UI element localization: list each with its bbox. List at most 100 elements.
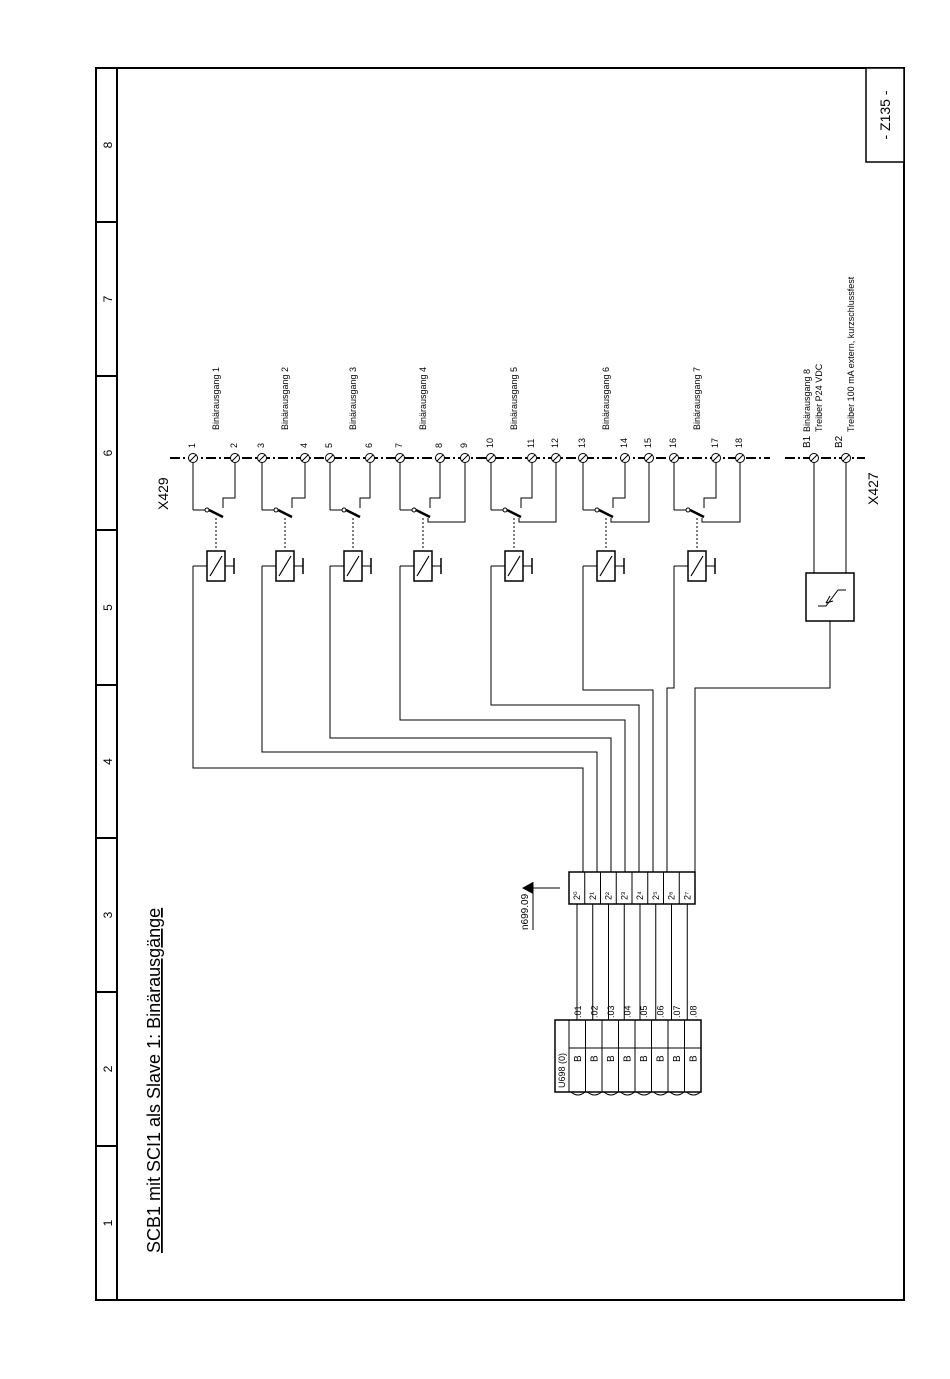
contact-nc-lead-4 xyxy=(427,462,466,523)
output-label-6: Binärausgang 6 xyxy=(601,367,611,430)
connector-type-6: B xyxy=(672,1055,683,1062)
terminal-number-12: 12 xyxy=(550,438,560,448)
terminal-number-7: 7 xyxy=(394,443,404,448)
terminal-number-14: 14 xyxy=(619,438,629,448)
contact-blade-2 xyxy=(277,508,293,519)
bit-label-4: 2⁴ xyxy=(635,891,645,900)
coil-wire-2 xyxy=(261,566,598,872)
coil-wire-5 xyxy=(490,566,640,872)
terminal-number-18: 18 xyxy=(734,438,744,448)
contact-pivot-2 xyxy=(273,507,279,513)
relay-coil-slash-2 xyxy=(278,555,292,577)
contact-nc-lead-7 xyxy=(701,462,741,523)
contact-pivot-6 xyxy=(594,507,600,513)
contact-no-lead-7 xyxy=(703,462,717,508)
page-number-box xyxy=(865,67,905,163)
driver-symbol-arrow xyxy=(825,595,831,604)
terminal-b1-slash xyxy=(810,454,818,462)
connector-x429: X429 xyxy=(155,477,171,510)
connector-type-5: B xyxy=(656,1055,667,1062)
coil-wire-3 xyxy=(329,566,612,872)
terminal-b2-slash xyxy=(842,454,850,462)
column-number-1: 1 xyxy=(101,1219,115,1226)
terminal-b2-label: B2 xyxy=(834,435,845,448)
column-number-8: 8 xyxy=(101,141,115,148)
connector-type-4: B xyxy=(639,1055,650,1062)
connector-index-1: .02 xyxy=(590,1005,600,1018)
connector-notch-0 xyxy=(570,1091,586,1096)
terminal-8-slash xyxy=(436,454,444,462)
drawing-frame xyxy=(95,67,905,1301)
terminal-number-11: 11 xyxy=(526,439,536,448)
terminal-number-3: 3 xyxy=(256,443,266,448)
column-numbers: 1 2 3 4 5 6 7 8 xyxy=(101,141,115,1226)
output-8-note-current: Treiber 100 mA extern, kurzschlussfest xyxy=(846,276,856,432)
output-label-2: Binärausgang 2 xyxy=(280,367,290,430)
driver-symbol-curve xyxy=(818,589,846,607)
bit-label-2: 2² xyxy=(604,892,614,900)
terminal-number-1: 1 xyxy=(187,443,197,448)
column-number-3: 3 xyxy=(101,911,115,918)
contact-pivot-7 xyxy=(685,507,691,513)
terminal-17-slash xyxy=(712,454,720,462)
connector-index-3: .04 xyxy=(623,1005,633,1018)
column-number-4: 4 xyxy=(101,758,115,765)
bit-label-3: 2³ xyxy=(619,892,629,900)
terminal-15-slash xyxy=(645,454,653,462)
relay-coil-slash-7 xyxy=(690,555,704,577)
bit-label-0: 2⁰ xyxy=(572,891,582,900)
terminal-12-slash xyxy=(552,454,560,462)
terminal-3-slash xyxy=(258,454,266,462)
relay-coil-slash-4 xyxy=(416,555,430,577)
connector-type-7: B xyxy=(689,1055,700,1062)
coil-wire-7 xyxy=(666,566,675,872)
connector-block xyxy=(554,1019,702,1093)
terminal-number-5: 5 xyxy=(324,443,334,448)
terminal-number-15: 15 xyxy=(643,438,653,448)
connector-notch-2 xyxy=(603,1091,619,1096)
bit-label-7: 2⁷ xyxy=(682,892,692,900)
relay-coil-slash-3 xyxy=(346,555,360,577)
connector-type-2: B xyxy=(606,1055,617,1062)
terminal-number-16: 16 xyxy=(668,438,678,448)
contact-blade-7 xyxy=(689,508,705,519)
output-label-7: Binärausgang 7 xyxy=(692,367,702,430)
terminal-6-slash xyxy=(366,454,374,462)
contact-blade-4 xyxy=(415,508,431,519)
terminal-18-slash xyxy=(736,454,744,462)
terminal-b1-label: B1 xyxy=(802,435,813,448)
connector-notch-5 xyxy=(653,1091,668,1096)
terminal-11-slash xyxy=(528,454,536,462)
contact-no-lead-2 xyxy=(291,462,306,508)
connector-index-2: .03 xyxy=(606,1005,616,1018)
connector-index-6: .07 xyxy=(672,1005,682,1018)
connector-notch-6 xyxy=(669,1091,685,1096)
relay-coil-slash-5 xyxy=(507,555,521,577)
output-8-note-driver: Treiber P24 VDC xyxy=(814,363,824,432)
terminal-7-slash xyxy=(396,454,404,462)
connector-type-1: B xyxy=(590,1055,601,1062)
contact-no-lead-4 xyxy=(429,462,441,508)
contact-no-lead-1 xyxy=(222,462,236,508)
contact-blade-3 xyxy=(345,508,361,519)
contact-pivot-3 xyxy=(341,507,347,513)
page-title: SCB1 mit SCI1 als Slave 1: Binärausgänge xyxy=(144,908,164,1253)
param-arrow-head xyxy=(522,882,533,894)
connector-x427: X427 xyxy=(865,472,881,505)
contact-nc-lead-6 xyxy=(610,462,650,523)
terminal-number-6: 6 xyxy=(364,443,374,448)
column-number-6: 6 xyxy=(101,449,115,456)
contact-no-lead-3 xyxy=(359,462,371,508)
coil-wire-4 xyxy=(399,566,626,872)
column-number-7: 7 xyxy=(101,295,115,302)
output-label-3: Binärausgang 3 xyxy=(348,367,358,430)
connector-notch-7 xyxy=(686,1091,701,1096)
output-label-4: Binärausgang 4 xyxy=(418,367,428,430)
contact-blade-1 xyxy=(208,508,224,519)
terminal-2-slash xyxy=(231,454,239,462)
relay-coil-slash-1 xyxy=(209,555,223,577)
column-number-5: 5 xyxy=(101,604,115,611)
terminal-number-4: 4 xyxy=(299,443,309,448)
column-number-2: 2 xyxy=(101,1065,115,1072)
contact-no-lead-6 xyxy=(612,462,626,508)
